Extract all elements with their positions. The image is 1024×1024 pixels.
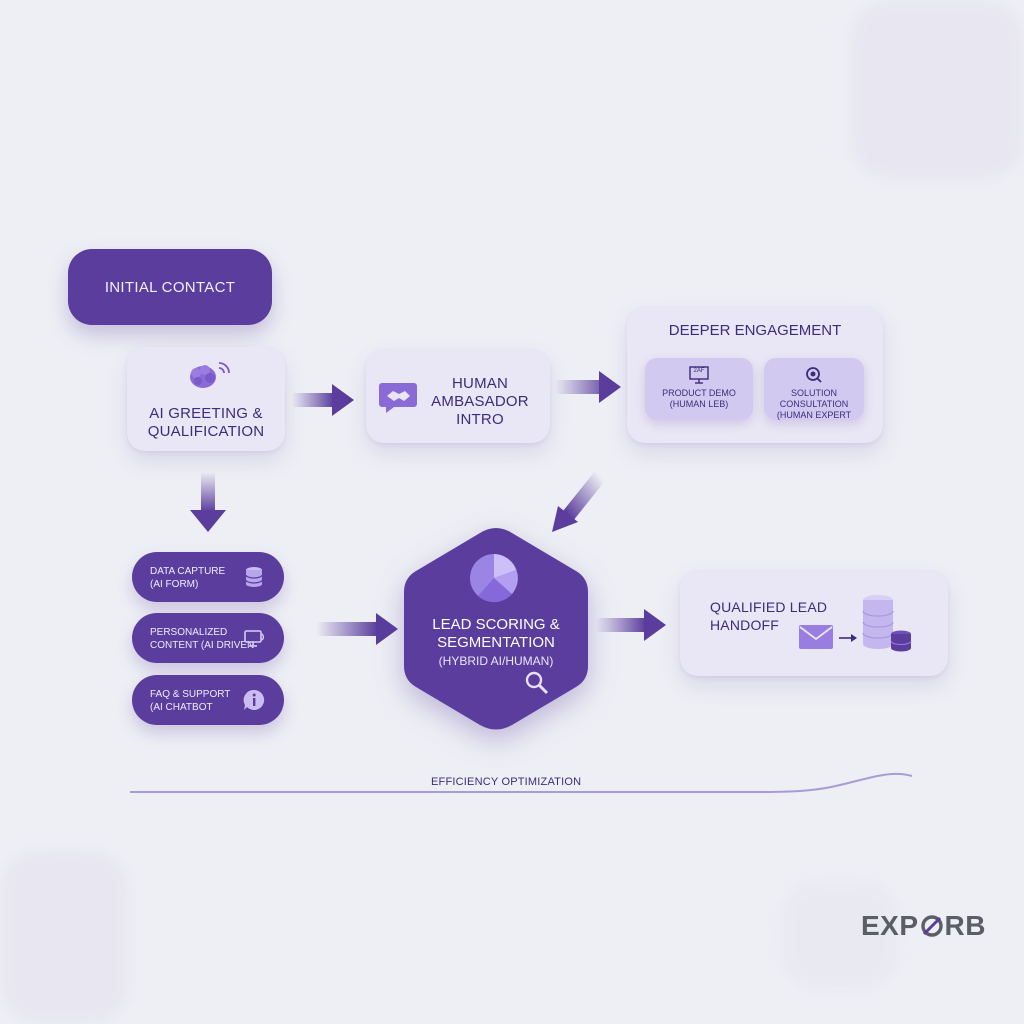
efficiency-label: EFFICIENCY OPTIMIZATION [431, 776, 582, 788]
lead-scoring-subtitle: (HYBRID AI/HUMAN) [438, 654, 554, 668]
human-intro-label: HUMAN AMBASADOR INTRO [431, 375, 529, 428]
arrow-greeting-down [190, 472, 226, 532]
lead-scoring-title: LEAD SCORING & SEGMENTATION [432, 616, 560, 651]
monitor-icon [689, 366, 709, 384]
pill-faq-support[interactable]: FAQ & SUPPORT (AI CHATBOT [132, 675, 284, 725]
pie-chart-icon [470, 554, 518, 603]
ai-greeting-node[interactable]: AI GREETING & QUALIFICATION [127, 347, 285, 451]
arrow-pills-to-scoring [316, 613, 398, 645]
solution-consultation-label: SOLUTION CONSULTATION (HUMAN EXPERT [776, 388, 852, 420]
handshake-chat-icon [379, 383, 417, 413]
qualified-handoff-label: QUALIFIED LEAD HANDOFF [710, 599, 828, 633]
pill-label: FAQ & SUPPORT (AI CHATBOT [150, 689, 231, 713]
logo-text-right: RB [944, 910, 986, 941]
magnifier-icon [525, 671, 549, 695]
arrow-scoring-to-handoff [596, 609, 666, 641]
solution-consultation-card[interactable]: SOLUTION CONSULTATION (HUMAN EXPERT [764, 358, 864, 420]
info-chat-icon [243, 689, 265, 710]
arrow-greeting-to-intro [292, 384, 354, 416]
qualified-handoff-node[interactable]: QUALIFIED LEAD HANDOFF [680, 570, 948, 676]
initial-contact-node[interactable]: INITIAL CONTACT [68, 249, 272, 325]
logo-orbit-icon [920, 915, 943, 937]
brand-logo: EXP RB [861, 909, 986, 943]
brain-icon [190, 362, 230, 388]
ai-greeting-label: AI GREETING & QUALIFICATION [147, 405, 265, 440]
product-demo-icon-text: 2AF [693, 368, 705, 374]
deeper-engagement-node[interactable]: DEEPER ENGAGEMENT 2AF PRODUCT DEMO (HUMA… [627, 307, 883, 443]
monitor-broadcast-icon [244, 630, 264, 647]
pill-label: PERSONALIZED CONTENT (AI DRIVEN [150, 627, 255, 651]
efficiency-line [130, 772, 913, 793]
pill-label: DATA CAPTURE (AI FORM) [150, 566, 226, 590]
pill-personalized-content[interactable]: PERSONALIZED CONTENT (AI DRIVEN [132, 613, 284, 663]
background-blob [0, 850, 130, 1024]
background-blob [780, 880, 900, 990]
product-demo-label: PRODUCT DEMO (HUMAN LEB) [662, 388, 736, 409]
background-blob [850, 0, 1024, 180]
deeper-engagement-title: DEEPER ENGAGEMENT [668, 322, 842, 339]
search-chat-icon [806, 367, 822, 383]
database-icon [245, 567, 263, 587]
logo-text-left: EXP [861, 910, 919, 941]
database-stack-icon [862, 595, 912, 652]
arrow-right-icon [839, 634, 857, 642]
human-intro-node[interactable]: HUMAN AMBASADOR INTRO [366, 349, 550, 443]
lead-scoring-node[interactable]: LEAD SCORING & SEGMENTATION (HYBRID AI/H… [400, 524, 592, 734]
envelope-icon [799, 625, 833, 649]
pill-data-capture[interactable]: DATA CAPTURE (AI FORM) [132, 552, 284, 602]
product-demo-card[interactable]: 2AF PRODUCT DEMO (HUMAN LEB) [645, 358, 753, 420]
initial-contact-label: INITIAL CONTACT [104, 278, 236, 296]
arrow-engagement-to-scoring [552, 471, 606, 532]
arrow-intro-to-engagement [555, 371, 621, 403]
